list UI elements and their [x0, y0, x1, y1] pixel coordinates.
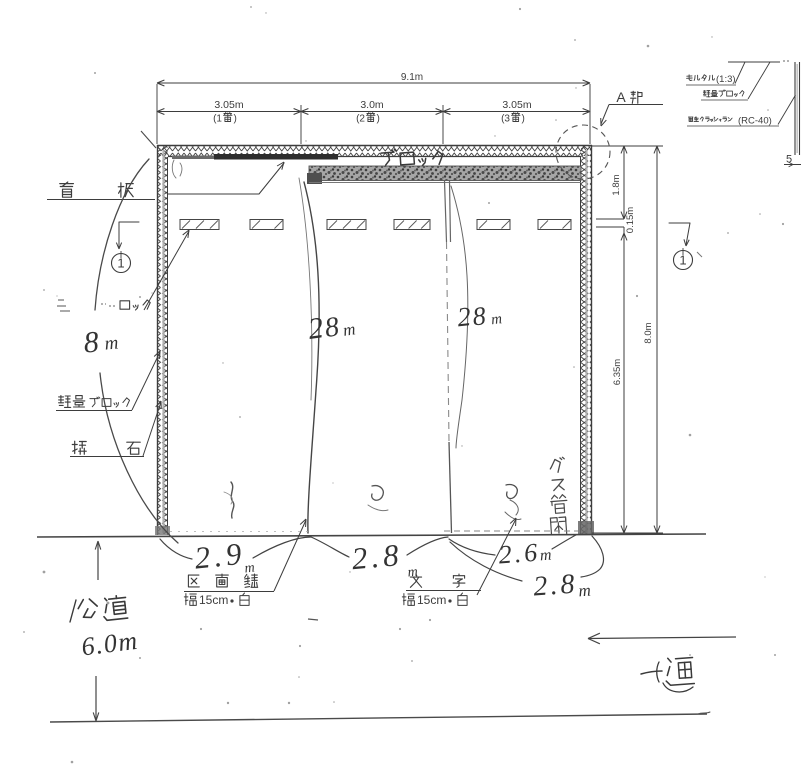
- svg-text:2: 2: [306, 311, 325, 346]
- svg-text:8.0m: 8.0m: [643, 322, 654, 343]
- svg-text:6.0m: 6.0m: [80, 626, 140, 662]
- svg-text:5: 5: [786, 154, 792, 166]
- svg-text:2.8: 2.8: [532, 569, 578, 603]
- svg-text:8: 8: [82, 325, 100, 359]
- svg-text:3.05m: 3.05m: [502, 99, 531, 111]
- svg-text:1: 1: [117, 256, 124, 271]
- svg-text:8: 8: [323, 311, 341, 344]
- svg-text:m: m: [342, 319, 357, 340]
- svg-text:6.35m: 6.35m: [612, 359, 623, 385]
- svg-text:15cm: 15cm: [417, 593, 446, 607]
- svg-text:0.15m: 0.15m: [625, 207, 636, 233]
- svg-text:2: 2: [456, 301, 473, 332]
- svg-text:): ): [234, 114, 237, 125]
- svg-text:3.0m: 3.0m: [360, 99, 384, 111]
- svg-text:(3: (3: [501, 114, 510, 125]
- svg-text:(1: (1: [213, 114, 222, 125]
- svg-text:(RC-40): (RC-40): [738, 116, 772, 127]
- svg-text:15cm: 15cm: [199, 593, 228, 607]
- svg-text:2.9: 2.9: [193, 536, 247, 576]
- svg-text:(1:3): (1:3): [716, 74, 736, 85]
- svg-text:1.8m: 1.8m: [611, 174, 622, 195]
- svg-text:m: m: [104, 332, 120, 354]
- svg-text:m: m: [539, 547, 552, 565]
- svg-text:8: 8: [471, 301, 487, 331]
- svg-text:m: m: [244, 561, 256, 577]
- svg-text:m: m: [407, 565, 418, 581]
- svg-text:m: m: [490, 311, 503, 328]
- svg-text:1: 1: [679, 253, 686, 268]
- svg-text:): ): [522, 114, 525, 125]
- svg-text:2.6: 2.6: [498, 538, 541, 570]
- svg-text:): ): [377, 114, 380, 125]
- svg-text:9.1m: 9.1m: [401, 72, 423, 83]
- svg-text:m: m: [578, 581, 592, 601]
- svg-text:(2: (2: [356, 114, 365, 125]
- svg-text:A: A: [616, 89, 626, 105]
- svg-text:3.05m: 3.05m: [214, 99, 243, 111]
- svg-text:2.8: 2.8: [350, 537, 404, 576]
